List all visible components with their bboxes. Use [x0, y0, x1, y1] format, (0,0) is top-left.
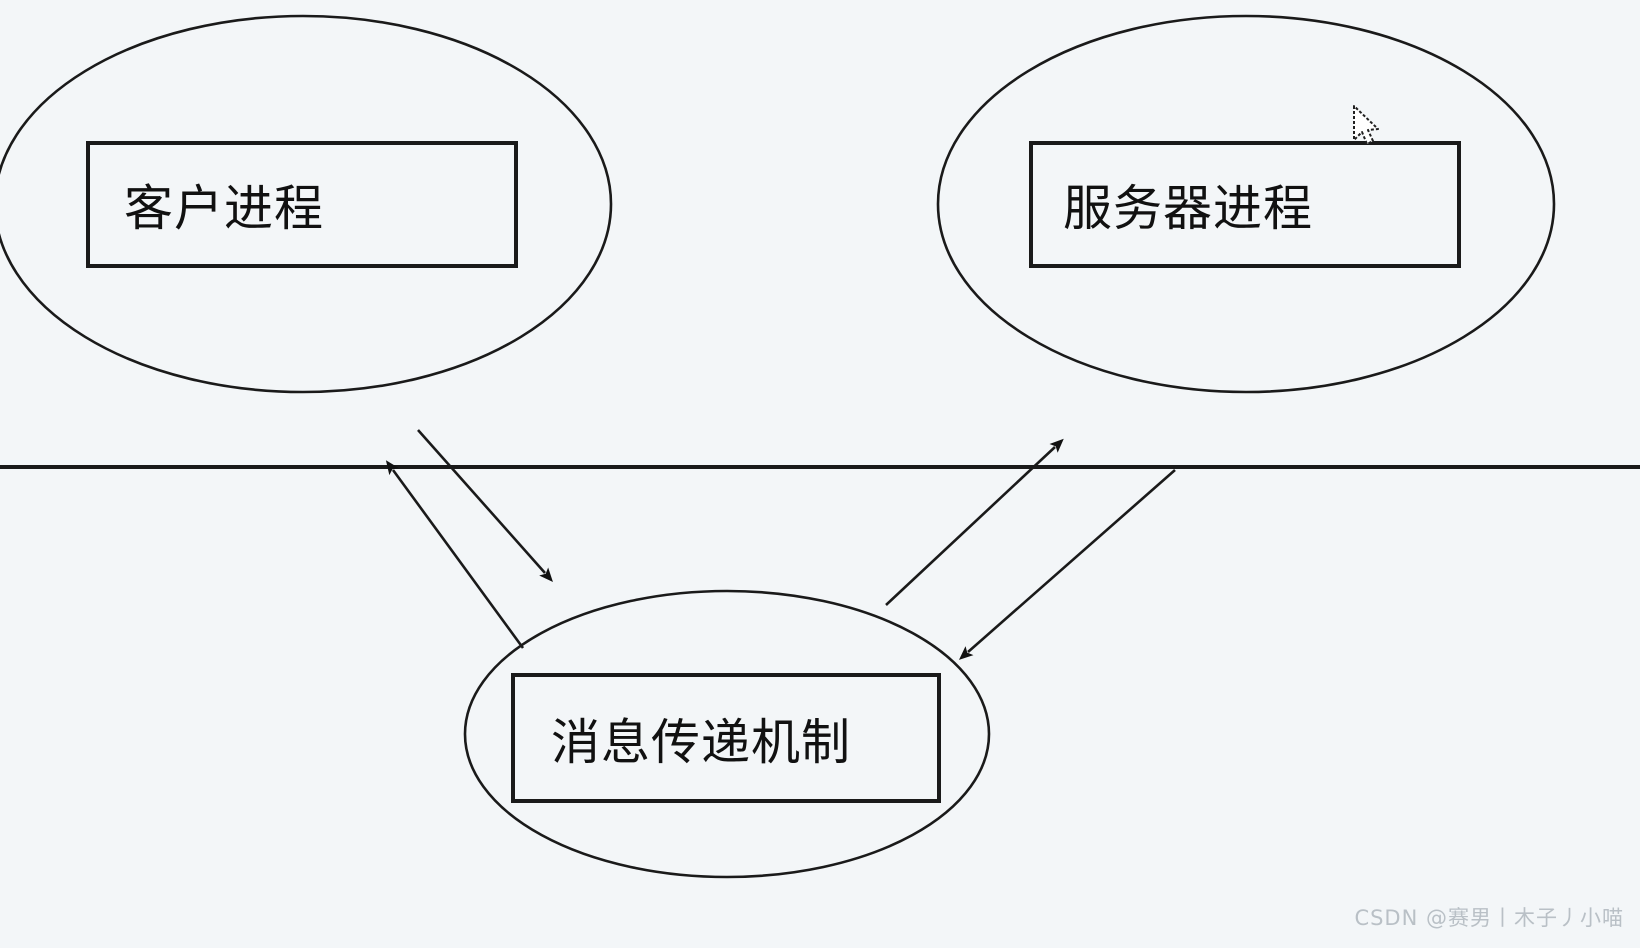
client-process-label: 客户进程 [124, 180, 325, 237]
message-passing-ellipse[interactable] [463, 589, 991, 879]
client-process-box[interactable] [86, 141, 518, 268]
server-process-ellipse[interactable] [936, 14, 1556, 394]
arrow-client-to-message-passing [417, 429, 553, 582]
arrow-server-to-message-passing [958, 469, 1176, 660]
message-passing-label: 消息传递机制 [551, 713, 852, 771]
server-process-label: 服务器进程 [1063, 180, 1314, 237]
message-passing-box[interactable] [511, 673, 941, 803]
server-process-box[interactable] [1029, 141, 1461, 268]
arrow-message-passing-to-server [885, 438, 1064, 606]
client-process-ellipse[interactable] [0, 14, 613, 394]
csdn-watermark: CSDN @赛男丨木子丿小喵 [1354, 906, 1624, 930]
arrow-message-passing-to-client [385, 460, 525, 649]
